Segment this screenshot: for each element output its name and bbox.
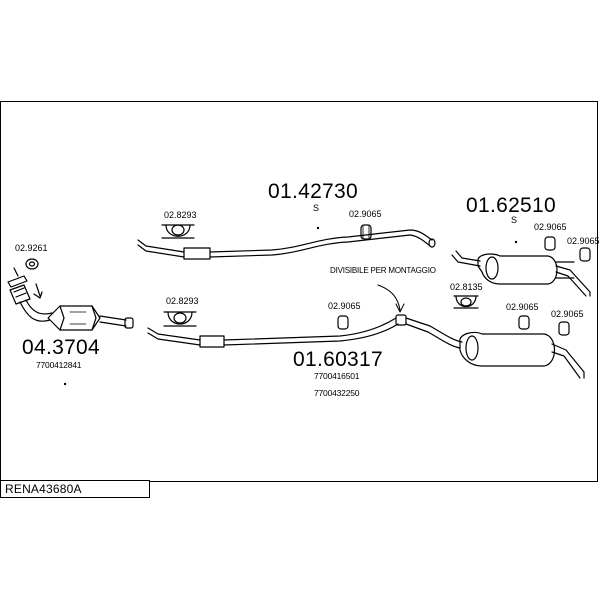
mid-tube-oe-1: 7700416501 bbox=[314, 371, 360, 381]
mid-tube bbox=[147, 314, 463, 349]
catalytic-converter-assembly bbox=[7, 258, 134, 331]
arrow-icon bbox=[377, 284, 405, 313]
hanger-rear-lower-2-icon bbox=[558, 321, 570, 336]
gasket-icon bbox=[25, 258, 39, 270]
hanger-rear-upper-2-icon bbox=[579, 247, 591, 262]
front-tube-upper-number: 01.42730 bbox=[268, 180, 358, 203]
front-tube-upper-suffix: S bbox=[313, 203, 320, 213]
hanger-rear-lower-1-icon bbox=[518, 315, 530, 330]
clamp-lower-label: 02.8293 bbox=[166, 296, 199, 306]
hanger-rear-lower-2-label: 02.9065 bbox=[551, 309, 584, 319]
hanger-rear-upper-1-icon bbox=[544, 236, 556, 251]
rear-box-upper bbox=[451, 250, 591, 297]
mid-tube-number: 01.60317 bbox=[293, 348, 383, 371]
rear-clamp-icon bbox=[453, 295, 479, 309]
diagram-frame bbox=[0, 101, 598, 482]
clamp-upper-icon bbox=[161, 224, 195, 239]
hanger-rear-lower-1-label: 02.9065 bbox=[506, 302, 539, 312]
hanger-rear-upper-1-label: 02.9065 bbox=[534, 222, 567, 232]
clamp-upper-label: 02.8293 bbox=[164, 210, 197, 220]
front-tube-upper bbox=[137, 229, 436, 260]
gasket-label: 02.9261 bbox=[15, 243, 48, 253]
clamp-lower-icon bbox=[163, 311, 197, 327]
hanger-lower-label: 02.9065 bbox=[328, 301, 361, 311]
cat-oe: 7700412841 bbox=[36, 360, 82, 370]
rear-box-lower bbox=[459, 331, 585, 379]
catalog-code-box: RENA43680A bbox=[0, 480, 150, 498]
rear-box-upper-number: 01.62510 bbox=[466, 194, 556, 217]
divisible-note: DIVISIBILE PER MONTAGGIO bbox=[330, 266, 436, 275]
hanger-rear-upper-2-label: 02.9065 bbox=[567, 236, 600, 246]
cat-number: 04.3704 bbox=[22, 336, 101, 359]
mid-tube-oe-2: 7700432250 bbox=[314, 388, 360, 398]
catalog-code: RENA43680A bbox=[5, 482, 82, 496]
rear-box-upper-suffix: S bbox=[511, 215, 518, 225]
hanger-upper-icon bbox=[360, 224, 372, 240]
rear-clamp-label: 02.8135 bbox=[450, 282, 483, 292]
hanger-lower-icon bbox=[337, 315, 349, 330]
hanger-upper-label: 02.9065 bbox=[349, 209, 382, 219]
